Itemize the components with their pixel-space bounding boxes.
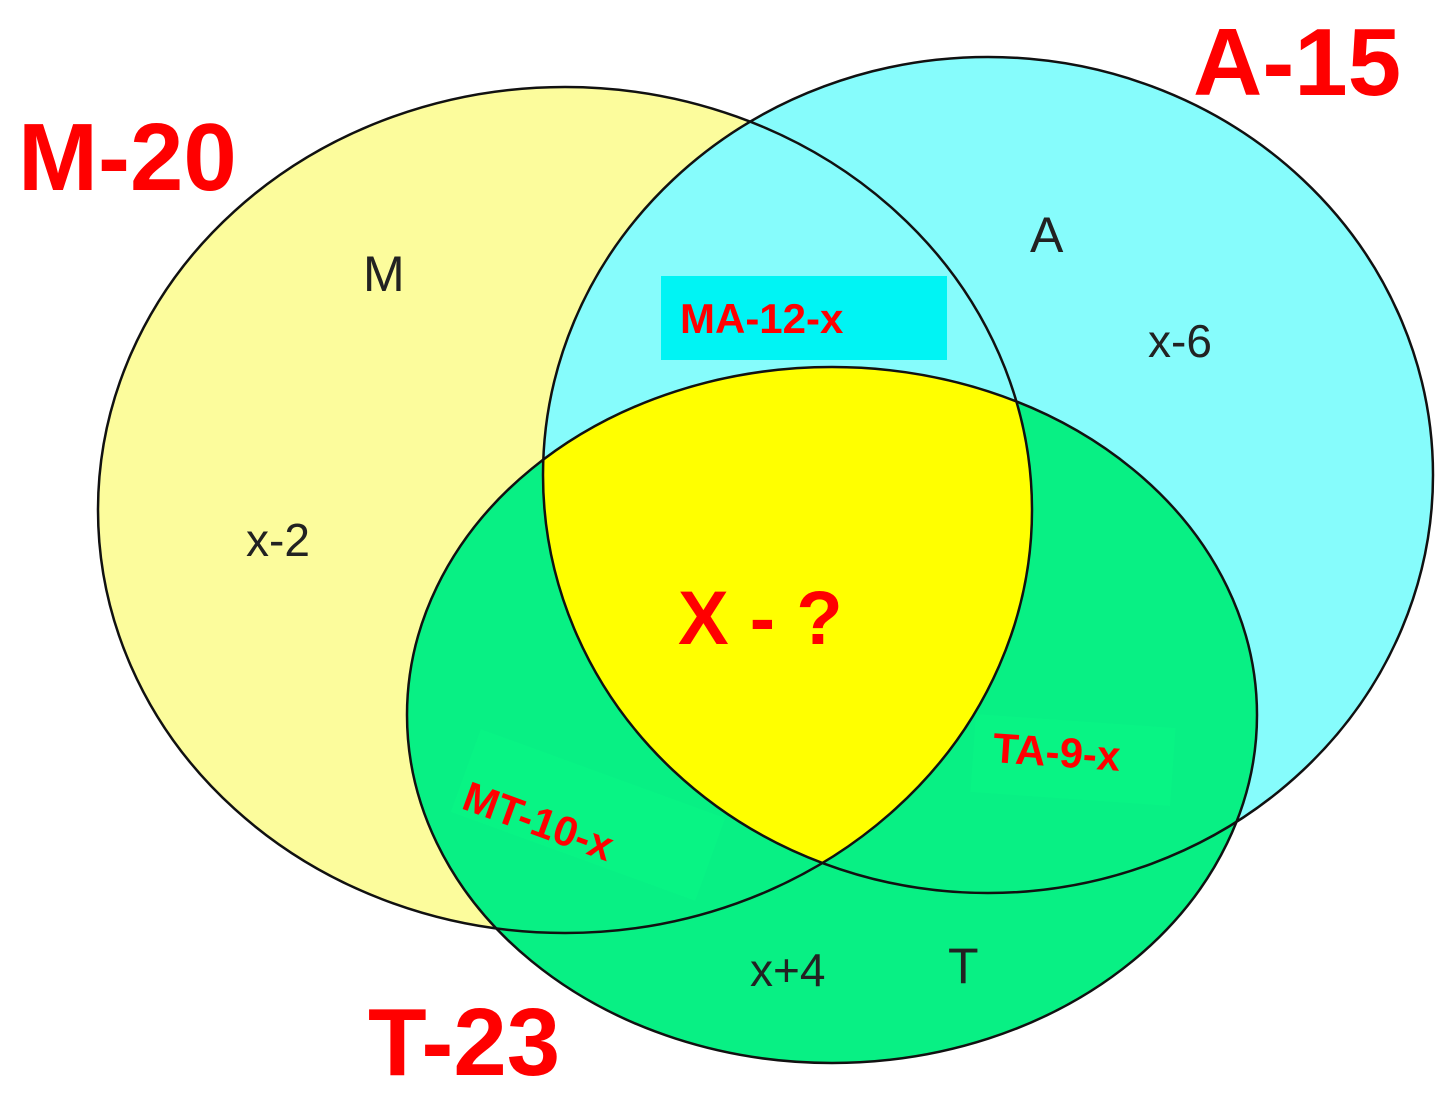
mt-label-box <box>450 729 726 901</box>
ma-intersection-label: MA-12-x <box>680 295 844 342</box>
set-a-letter: A <box>1030 207 1064 263</box>
set-a-total-label: A-15 <box>1193 9 1401 116</box>
ta-label-box <box>970 714 1176 806</box>
set-m-total-label: M-20 <box>18 104 237 211</box>
m-only-expr: x-2 <box>246 514 310 566</box>
a-only-expr: x-6 <box>1148 315 1212 367</box>
ma-label-box <box>661 276 947 360</box>
mat-intersection-label: X - ? <box>678 576 843 661</box>
ta-intersection-label: TA-9-x <box>991 724 1122 780</box>
set-a-outline <box>541 55 1435 895</box>
set-t-outline <box>405 365 1259 1065</box>
t-only-expr: x+4 <box>750 944 825 996</box>
set-m-letter: M <box>363 246 405 302</box>
set-m-outline <box>96 85 1034 935</box>
set-t-total-label: T-23 <box>368 989 560 1095</box>
set-t-letter: T <box>948 938 979 994</box>
